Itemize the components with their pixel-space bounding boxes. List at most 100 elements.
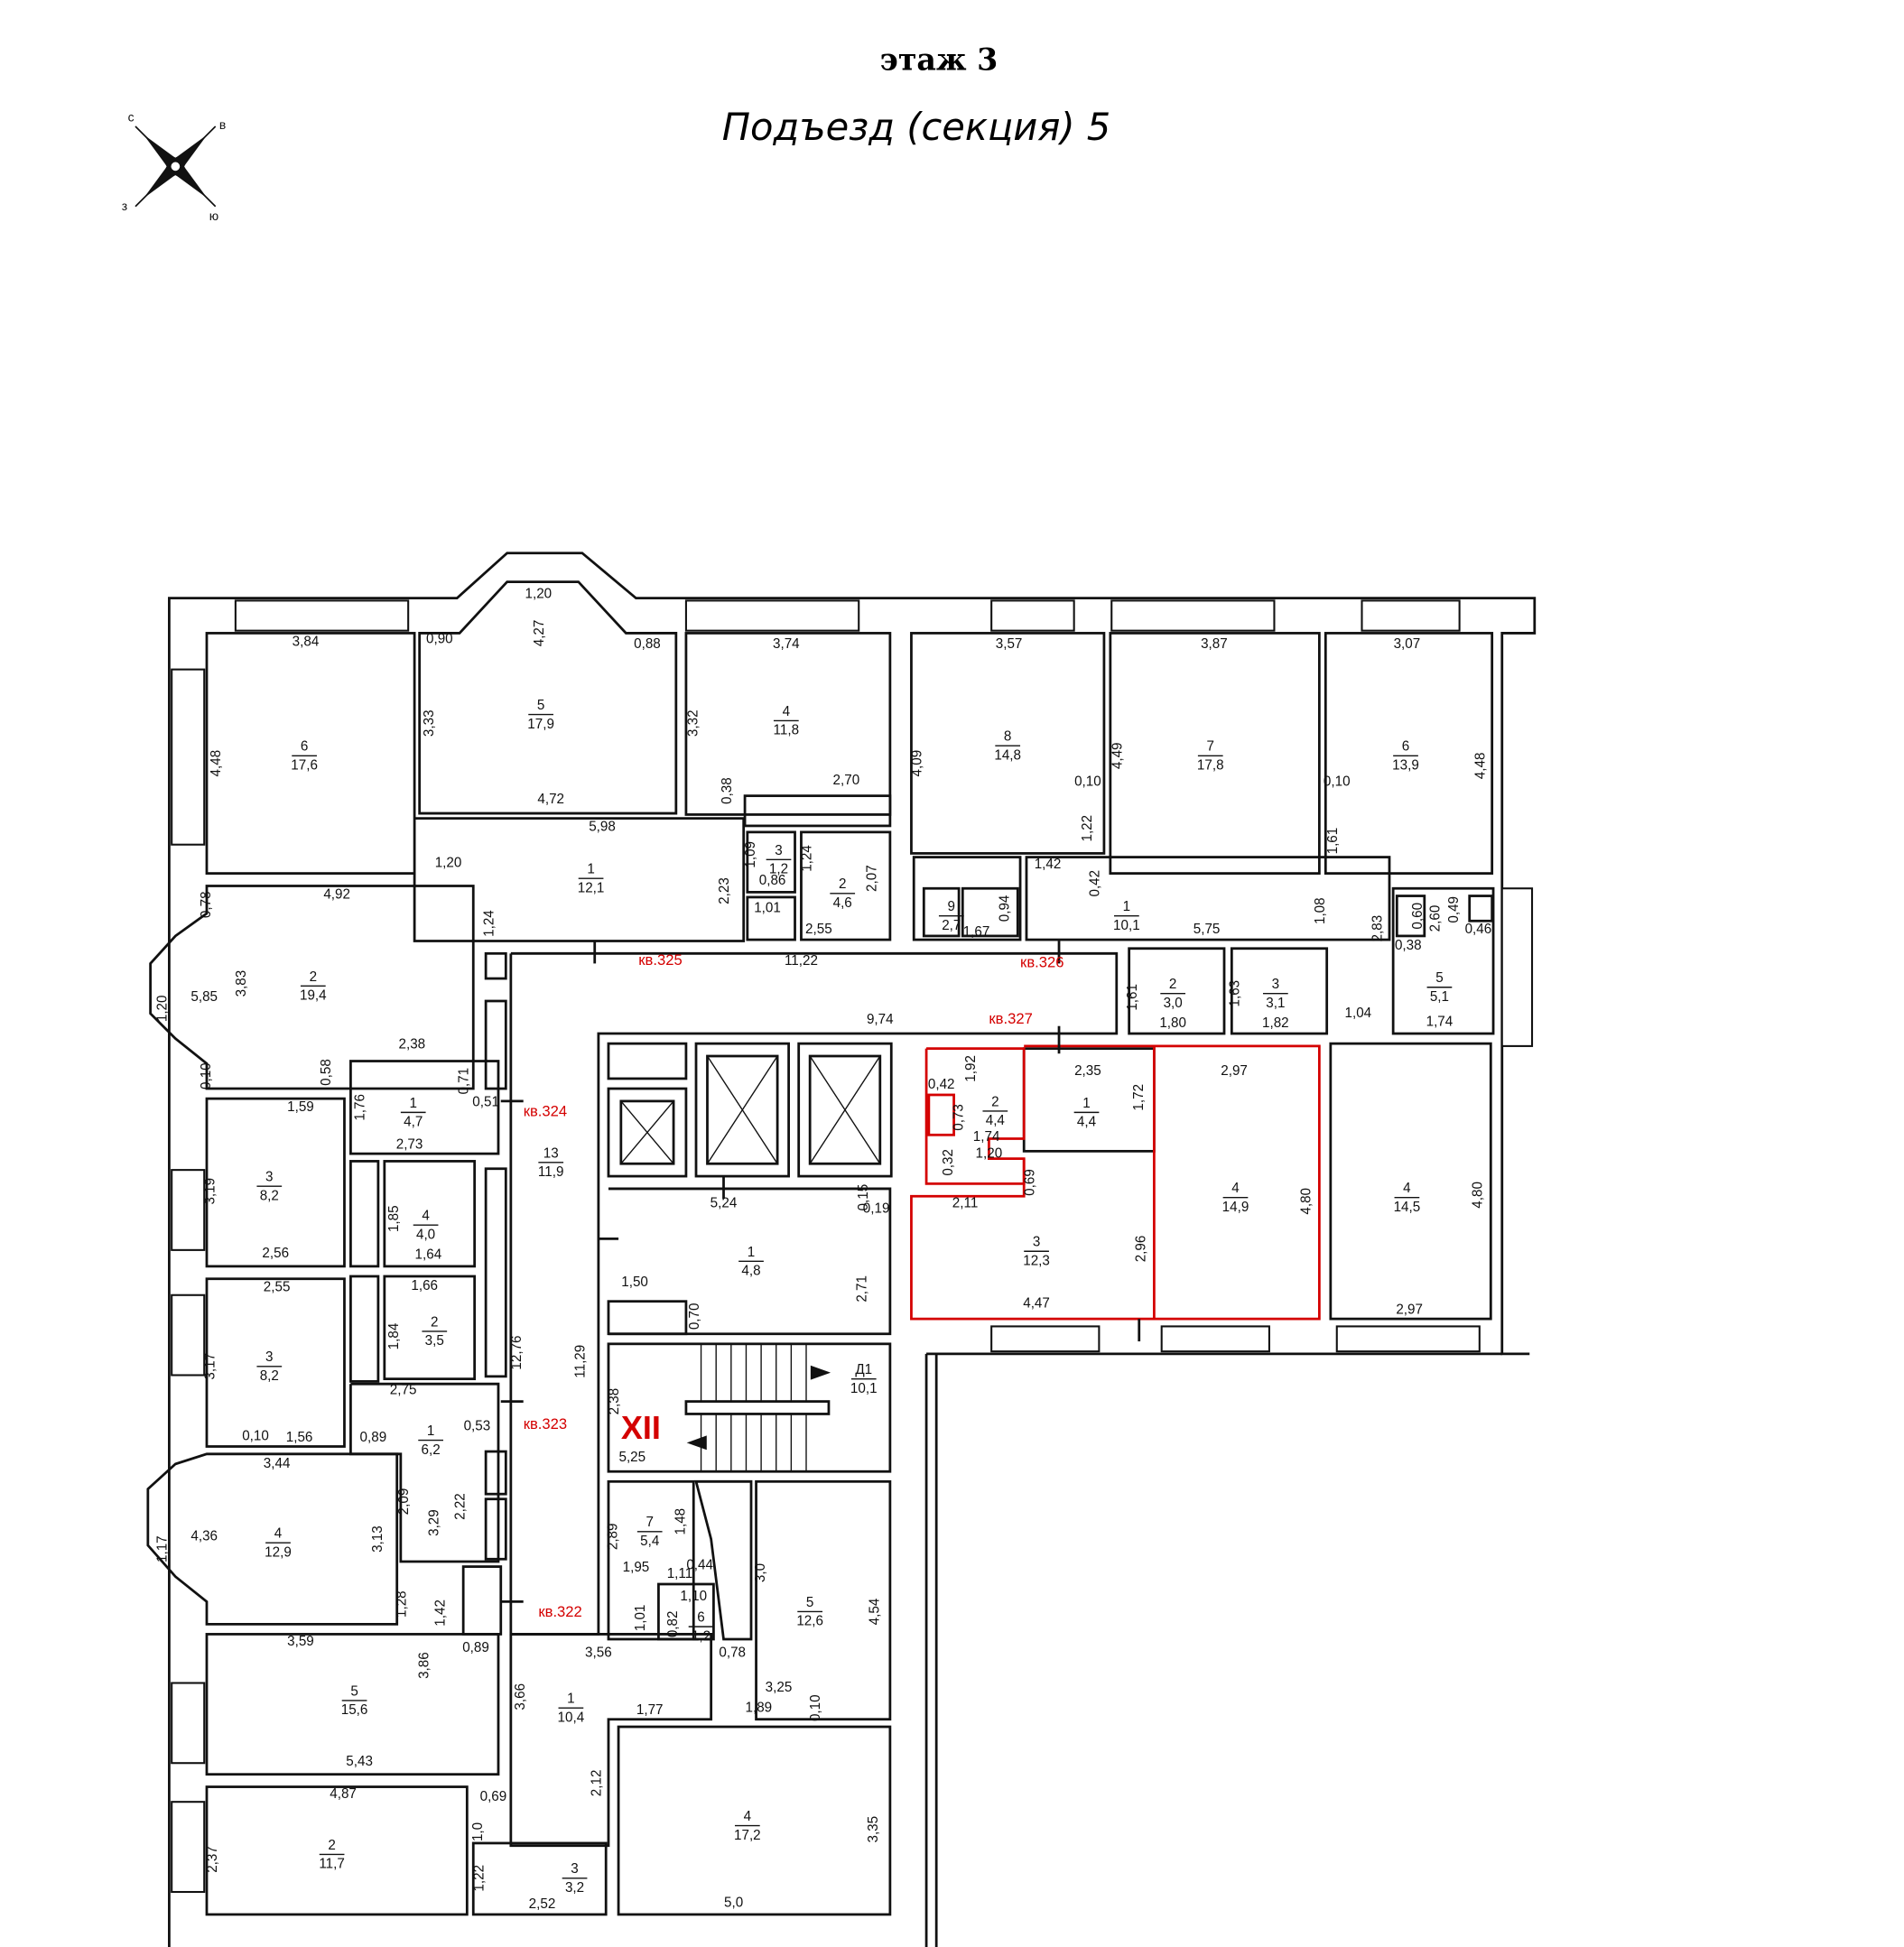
dimension-label: 0,73 <box>951 1104 966 1131</box>
walls <box>146 552 1537 1947</box>
dimension-label: 3,59 <box>287 1634 314 1649</box>
room-number: 1 <box>587 862 594 877</box>
dimension-label: 5,24 <box>711 1196 738 1211</box>
dimension-label: 2,97 <box>1396 1303 1423 1318</box>
room-area: 3,1 <box>1266 996 1285 1011</box>
dimension-label: 1,89 <box>745 1700 772 1715</box>
dimension-label: 2,83 <box>1370 915 1386 942</box>
dimension-label: 2,12 <box>590 1770 605 1797</box>
room-area: 5,4 <box>640 1534 660 1549</box>
room-area: 3,5 <box>425 1333 444 1349</box>
dimension-label: 2,23 <box>717 877 732 904</box>
dimension-label: 3,25 <box>766 1680 793 1695</box>
section-mark: XII <box>621 1409 661 1446</box>
dimension-label: 2,37 <box>205 1846 220 1873</box>
room-area: 1,2 <box>692 1628 711 1644</box>
room-number: 2 <box>328 1838 335 1853</box>
room-area: 13,9 <box>1392 758 1419 774</box>
dimension-label: 1,17 <box>155 1535 171 1562</box>
dimension-label: 3,56 <box>585 1645 612 1660</box>
dimension-label: 1,74 <box>1426 1015 1454 1030</box>
dimension-label: 0,78 <box>199 891 214 918</box>
dimension-label: 1,04 <box>1345 1006 1372 1021</box>
dimension-label: 0,49 <box>1446 896 1462 923</box>
room-area: 4,7 <box>404 1115 423 1130</box>
dimension-label: 2,55 <box>805 922 832 937</box>
room-area: 12,3 <box>1023 1253 1050 1268</box>
compass-east-label: в <box>219 117 226 132</box>
room-area: 14,5 <box>1394 1200 1421 1215</box>
dimension-label: 0,38 <box>720 777 735 804</box>
dimension-label: 2,96 <box>1134 1236 1149 1263</box>
dimension-label: 9,74 <box>867 1012 894 1027</box>
dimension-label: 1,01 <box>633 1605 648 1632</box>
dimension-label: 1,24 <box>800 845 815 872</box>
dimension-label: 5,85 <box>190 989 218 1005</box>
dimension-label: 2,70 <box>833 773 860 788</box>
room-number: 2 <box>431 1314 438 1330</box>
dimension-label: 0,86 <box>759 873 786 888</box>
dimension-label: 0,89 <box>462 1640 489 1655</box>
room-area: 4,4 <box>986 1113 1006 1128</box>
room-number: 3 <box>571 1861 578 1877</box>
elevator-shaft-icon <box>620 1055 881 1164</box>
dimension-label: 0,58 <box>319 1059 334 1086</box>
room-number: 4 <box>1403 1181 1411 1196</box>
dimension-label: 1,42 <box>432 1599 448 1627</box>
dimension-label: 3,87 <box>1201 636 1228 652</box>
dimension-label: 0,10 <box>808 1694 823 1721</box>
dimension-label: 0,42 <box>928 1077 955 1092</box>
dimension-label: 1,20 <box>435 856 462 871</box>
dimension-label: 1,24 <box>481 910 497 937</box>
dimension-label: 0,32 <box>941 1149 956 1176</box>
dimension-label: 0,78 <box>719 1645 746 1660</box>
dimension-label: 0,10 <box>1074 774 1101 790</box>
room-number: 9 <box>948 899 955 914</box>
room-number: 4 <box>744 1809 752 1824</box>
dimension-label: 3,44 <box>264 1456 291 1471</box>
dimension-label: 1,82 <box>1262 1015 1289 1031</box>
room-area: 10,1 <box>1113 918 1140 933</box>
dimension-label: 0,38 <box>1395 938 1422 953</box>
dimension-label: 1,20 <box>525 587 553 602</box>
room-number: 1 <box>409 1096 416 1111</box>
dimension-label: 2,38 <box>607 1388 622 1415</box>
room-number: 3 <box>775 843 782 858</box>
room-number: 4 <box>422 1209 430 1224</box>
compass-rose-icon <box>135 125 217 208</box>
dimension-label: 3,32 <box>685 709 701 737</box>
apartment-label: кв.327 <box>989 1010 1032 1027</box>
dimension-label: 2,97 <box>1221 1063 1248 1079</box>
room-area: 12,1 <box>578 880 605 895</box>
room-number: 2 <box>991 1094 998 1109</box>
dimension-label: 4,87 <box>330 1786 357 1802</box>
dimension-label: 1,20 <box>155 995 171 1022</box>
dimension-label: 3,74 <box>773 636 800 652</box>
dimension-label: 1,22 <box>471 1865 487 1892</box>
dimension-label: 2,56 <box>262 1246 289 1261</box>
apartment-label: кв.322 <box>538 1603 581 1620</box>
dimension-label: 1,61 <box>1125 984 1140 1011</box>
room-number: 2 <box>310 969 317 985</box>
dimension-label: 1,92 <box>963 1055 979 1082</box>
dimension-label: 2,55 <box>264 1280 291 1295</box>
dimension-label: 3,57 <box>996 636 1023 652</box>
dimension-label: 1,59 <box>287 1099 314 1115</box>
dimension-label: 1,09 <box>743 841 758 868</box>
dimension-label: 5,75 <box>1193 922 1221 937</box>
dimension-label: 1,28 <box>394 1590 409 1618</box>
room-area: 17,2 <box>734 1828 761 1843</box>
room-number: 6 <box>1402 739 1409 755</box>
dimension-label: 1,76 <box>353 1094 368 1121</box>
room-area: 6,2 <box>422 1442 441 1458</box>
dimension-label: 1,63 <box>1228 980 1243 1007</box>
dimension-label: 2,73 <box>396 1137 423 1153</box>
dimension-label: 1,77 <box>636 1702 664 1718</box>
dimension-label: 0,19 <box>863 1201 890 1216</box>
dimension-label: 4,48 <box>1472 753 1488 780</box>
dimension-label: 1,42 <box>1035 857 1062 872</box>
room-number: 5 <box>537 698 544 713</box>
dimension-label: 0,51 <box>472 1094 499 1109</box>
room-area: 11,8 <box>774 723 800 738</box>
